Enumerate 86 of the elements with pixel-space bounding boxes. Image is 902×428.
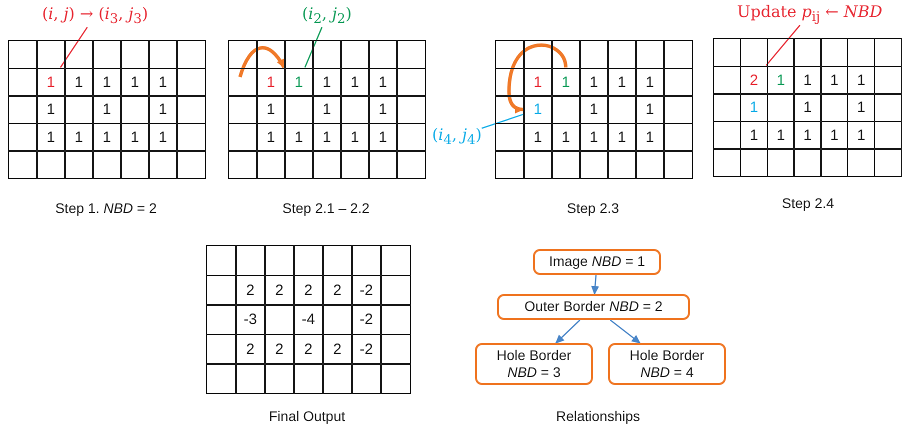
- annotation-label: (i$_{4}$, j$_{4}$): [432, 125, 482, 148]
- grid-cell: 1: [766, 120, 795, 150]
- grid-cell: 1: [256, 95, 286, 124]
- grid-cell: -2: [351, 274, 382, 306]
- grid-cell: 1: [607, 122, 636, 152]
- grid-cell: 2: [235, 274, 266, 306]
- hierarchy-box: [533, 249, 661, 275]
- grid-cell: 1: [523, 95, 552, 124]
- grid-cell: 2: [235, 334, 266, 364]
- annotation-label: (i$_{2}$, j$_{2}$): [302, 4, 352, 28]
- grid-cell: 1: [820, 120, 848, 150]
- grid-cell: 1: [92, 68, 122, 96]
- hierarchy-box: [608, 343, 726, 385]
- box-text: Image NBD = 1: [548, 253, 646, 271]
- box-text: Hole Border: [496, 346, 572, 364]
- grid-cell: 1: [64, 68, 94, 96]
- grid-cell: 1: [64, 122, 94, 152]
- grid-cell: 1: [312, 68, 342, 96]
- annotation-label: Update p$_{ij}$ ← NBD: [737, 2, 882, 26]
- grid-cell: 1: [284, 122, 314, 152]
- grid-cell: 1: [148, 122, 178, 152]
- grid-cell: 1: [579, 95, 608, 124]
- grid-cell: 1: [120, 68, 150, 96]
- grid-cell: 1: [36, 122, 66, 152]
- hierarchy-box: [475, 343, 593, 385]
- grid-cell: 1: [523, 68, 552, 96]
- grid-cell: 1: [36, 95, 66, 124]
- grid-cell: -3: [235, 304, 266, 335]
- grid-cell: 1: [340, 68, 370, 96]
- grid-cell: 1: [635, 95, 664, 124]
- grid-cell: 1: [551, 68, 580, 96]
- hierarchy-box: [497, 294, 690, 320]
- grid-cell: 1: [148, 68, 178, 96]
- grid-cell: 1: [368, 95, 398, 124]
- annotation-label: (i, j) → (i$_{3}$, j$_{3}$): [42, 4, 148, 28]
- grid-cell: 1: [120, 122, 150, 152]
- grid-cell: 1: [368, 122, 398, 152]
- step-caption: Step 2.4: [782, 195, 834, 211]
- step-caption: Relationships: [556, 408, 640, 424]
- grid-cell: 1: [820, 66, 848, 94]
- grid-cell: 2: [293, 274, 324, 306]
- grid-cell: 1: [793, 120, 822, 150]
- box-text: Outer Border NBD = 2: [524, 298, 663, 316]
- grid-cell: 1: [607, 68, 636, 96]
- curved-arrow: [238, 46, 286, 78]
- grid-cell: 1: [579, 122, 608, 152]
- box-text: NBD = 4: [640, 364, 694, 382]
- leader-line: [482, 114, 524, 129]
- grid-cell: 2: [264, 274, 294, 306]
- grid-cell: 1: [793, 66, 822, 94]
- grid-cell: 2: [322, 334, 352, 364]
- grid-cell: 1: [635, 68, 664, 96]
- grid-cell: 1: [256, 122, 286, 152]
- grid-cell: 1: [340, 122, 370, 152]
- grid-cell: 2: [293, 334, 324, 364]
- leader-line: [60, 26, 88, 68]
- grid-cell: 1: [766, 66, 795, 94]
- grid-cell: 2: [322, 274, 352, 306]
- step-caption: Step 1. NBD = 2: [55, 200, 157, 216]
- step-caption: Step 2.3: [566, 200, 620, 216]
- grid-cell: 1: [36, 68, 66, 96]
- grid-cell: 1: [312, 95, 342, 124]
- step-caption: Final Output: [268, 408, 346, 424]
- grid-cell: 1: [523, 122, 552, 152]
- grid-cell: 1: [368, 68, 398, 96]
- box-text: Hole Border: [630, 346, 704, 364]
- grid-cell: 1: [579, 68, 608, 96]
- grid-cell: -2: [351, 304, 382, 335]
- grid-cell: 1: [92, 122, 122, 152]
- arrow: [555, 320, 580, 344]
- grid-cell: 1: [256, 68, 286, 96]
- grid-cell: -4: [293, 304, 324, 335]
- arrow: [591, 274, 600, 295]
- step-caption: Step 2.1 – 2.2: [282, 200, 370, 216]
- grid-cell: 1: [284, 68, 314, 96]
- grid-cell: 1: [312, 122, 342, 152]
- box-text: NBD = 3: [507, 364, 561, 382]
- grid-cell: 1: [793, 93, 822, 122]
- grid-cell: 1: [148, 95, 178, 124]
- grid-cell: 2: [264, 334, 294, 364]
- grid-cell: 1: [551, 122, 580, 152]
- grid-cell: 1: [92, 95, 122, 124]
- leader-line: [304, 26, 323, 68]
- grid-cell: 1: [635, 122, 664, 152]
- grid-cell: -2: [351, 334, 382, 364]
- arrow: [610, 319, 641, 344]
